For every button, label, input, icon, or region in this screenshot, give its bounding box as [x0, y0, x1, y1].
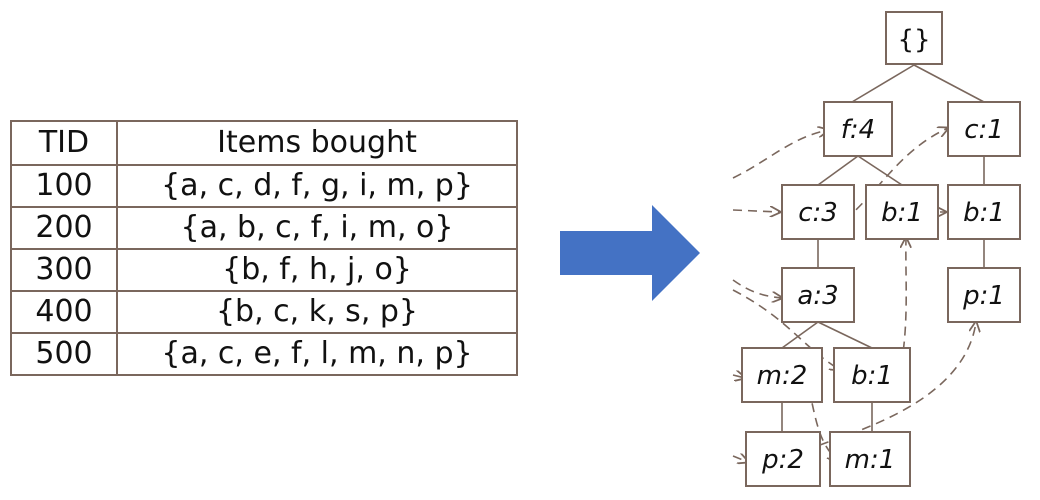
node-label: b:1 [963, 198, 1005, 228]
table-header-row: TID Items bought [10, 120, 518, 166]
tree-edges [781, 64, 985, 432]
table-row: 500 {a, c, e, f, l, m, n, p} [10, 332, 518, 376]
node-label: m:2 [757, 361, 808, 391]
edge-f-b [857, 155, 903, 186]
link-to-p2 [732, 456, 748, 462]
table-row: 400 {b, c, k, s, p} [10, 290, 518, 334]
node-label: {} [897, 25, 930, 55]
items-cell: {a, c, d, f, g, i, m, p} [116, 164, 518, 208]
items-cell: {b, f, h, j, o} [116, 248, 518, 292]
tree-node-p2: p:2 [745, 431, 821, 487]
edge-a-b [817, 321, 873, 349]
link-to-f [732, 130, 828, 179]
link-to-a [732, 279, 782, 298]
node-label: p:2 [761, 445, 804, 475]
tree-node-f4: f:4 [823, 101, 893, 157]
link-to-b-low [732, 289, 840, 370]
node-box [833, 347, 911, 403]
tid-cell: 100 [10, 164, 118, 208]
tid-cell: 300 [10, 248, 118, 292]
table-row: 300 {b, f, h, j, o} [10, 248, 518, 292]
table-row: 100 {a, c, d, f, g, i, m, p} [10, 164, 518, 208]
node-box [947, 267, 1021, 323]
items-cell: {b, c, k, s, p} [116, 290, 518, 334]
node-label: b:1 [851, 361, 893, 391]
node-box [741, 347, 823, 403]
node-box [781, 267, 855, 323]
tree-node-b1-right: b:1 [947, 184, 1021, 240]
node-label: a:3 [797, 281, 838, 311]
header-items-bought: Items bought [116, 120, 518, 166]
tree-node-c3: c:3 [781, 184, 855, 240]
node-box [947, 184, 1021, 240]
arrow-shape [560, 205, 700, 301]
node-box [947, 101, 1021, 157]
tree-node-a3: a:3 [781, 267, 855, 323]
tree-node-m1: m:1 [829, 431, 911, 487]
node-box [829, 431, 911, 487]
tid-cell: 500 [10, 332, 118, 376]
node-box [823, 101, 893, 157]
edge-f-c [817, 155, 859, 186]
node-label: p:1 [962, 281, 1005, 311]
tree-node-b1-low: b:1 [833, 347, 911, 403]
transaction-table: TID Items bought 100 {a, c, d, f, g, i, … [10, 120, 518, 376]
right-arrow-icon [560, 205, 700, 301]
node-box [865, 184, 939, 240]
tid-cell: 400 [10, 290, 118, 334]
node-label: f:4 [841, 115, 875, 145]
tree-node-m2: m:2 [741, 347, 823, 403]
tree-nodes: {} f:4 c:1 c:3 b:1 b:1 a:3 p:1 [741, 11, 1021, 487]
node-label: c:1 [964, 115, 1004, 145]
tree-node-b1-mid: b:1 [865, 184, 939, 240]
node-label: c:3 [798, 198, 838, 228]
tree-node-root: {} [885, 11, 943, 65]
tid-cell: 200 [10, 206, 118, 250]
link-to-m2 [732, 375, 745, 378]
node-box [745, 431, 821, 487]
header-tid: TID [10, 120, 118, 166]
items-cell: {a, b, c, f, i, m, o} [116, 206, 518, 250]
tree-node-p1-right: p:1 [947, 267, 1021, 323]
edge-a-m [781, 321, 819, 349]
node-box [885, 11, 943, 65]
node-box [781, 184, 855, 240]
table-row: 200 {a, b, c, f, i, m, o} [10, 206, 518, 250]
node-label: b:1 [881, 198, 923, 228]
link-c3-to-c1 [844, 128, 948, 221]
link-to-c3 [732, 210, 780, 212]
edge-root-f [851, 64, 915, 103]
items-cell: {a, c, e, f, l, m, n, p} [116, 332, 518, 376]
edge-root-c [913, 64, 985, 103]
tree-node-c1-right: c:1 [947, 101, 1021, 157]
node-label: m:1 [845, 445, 896, 475]
